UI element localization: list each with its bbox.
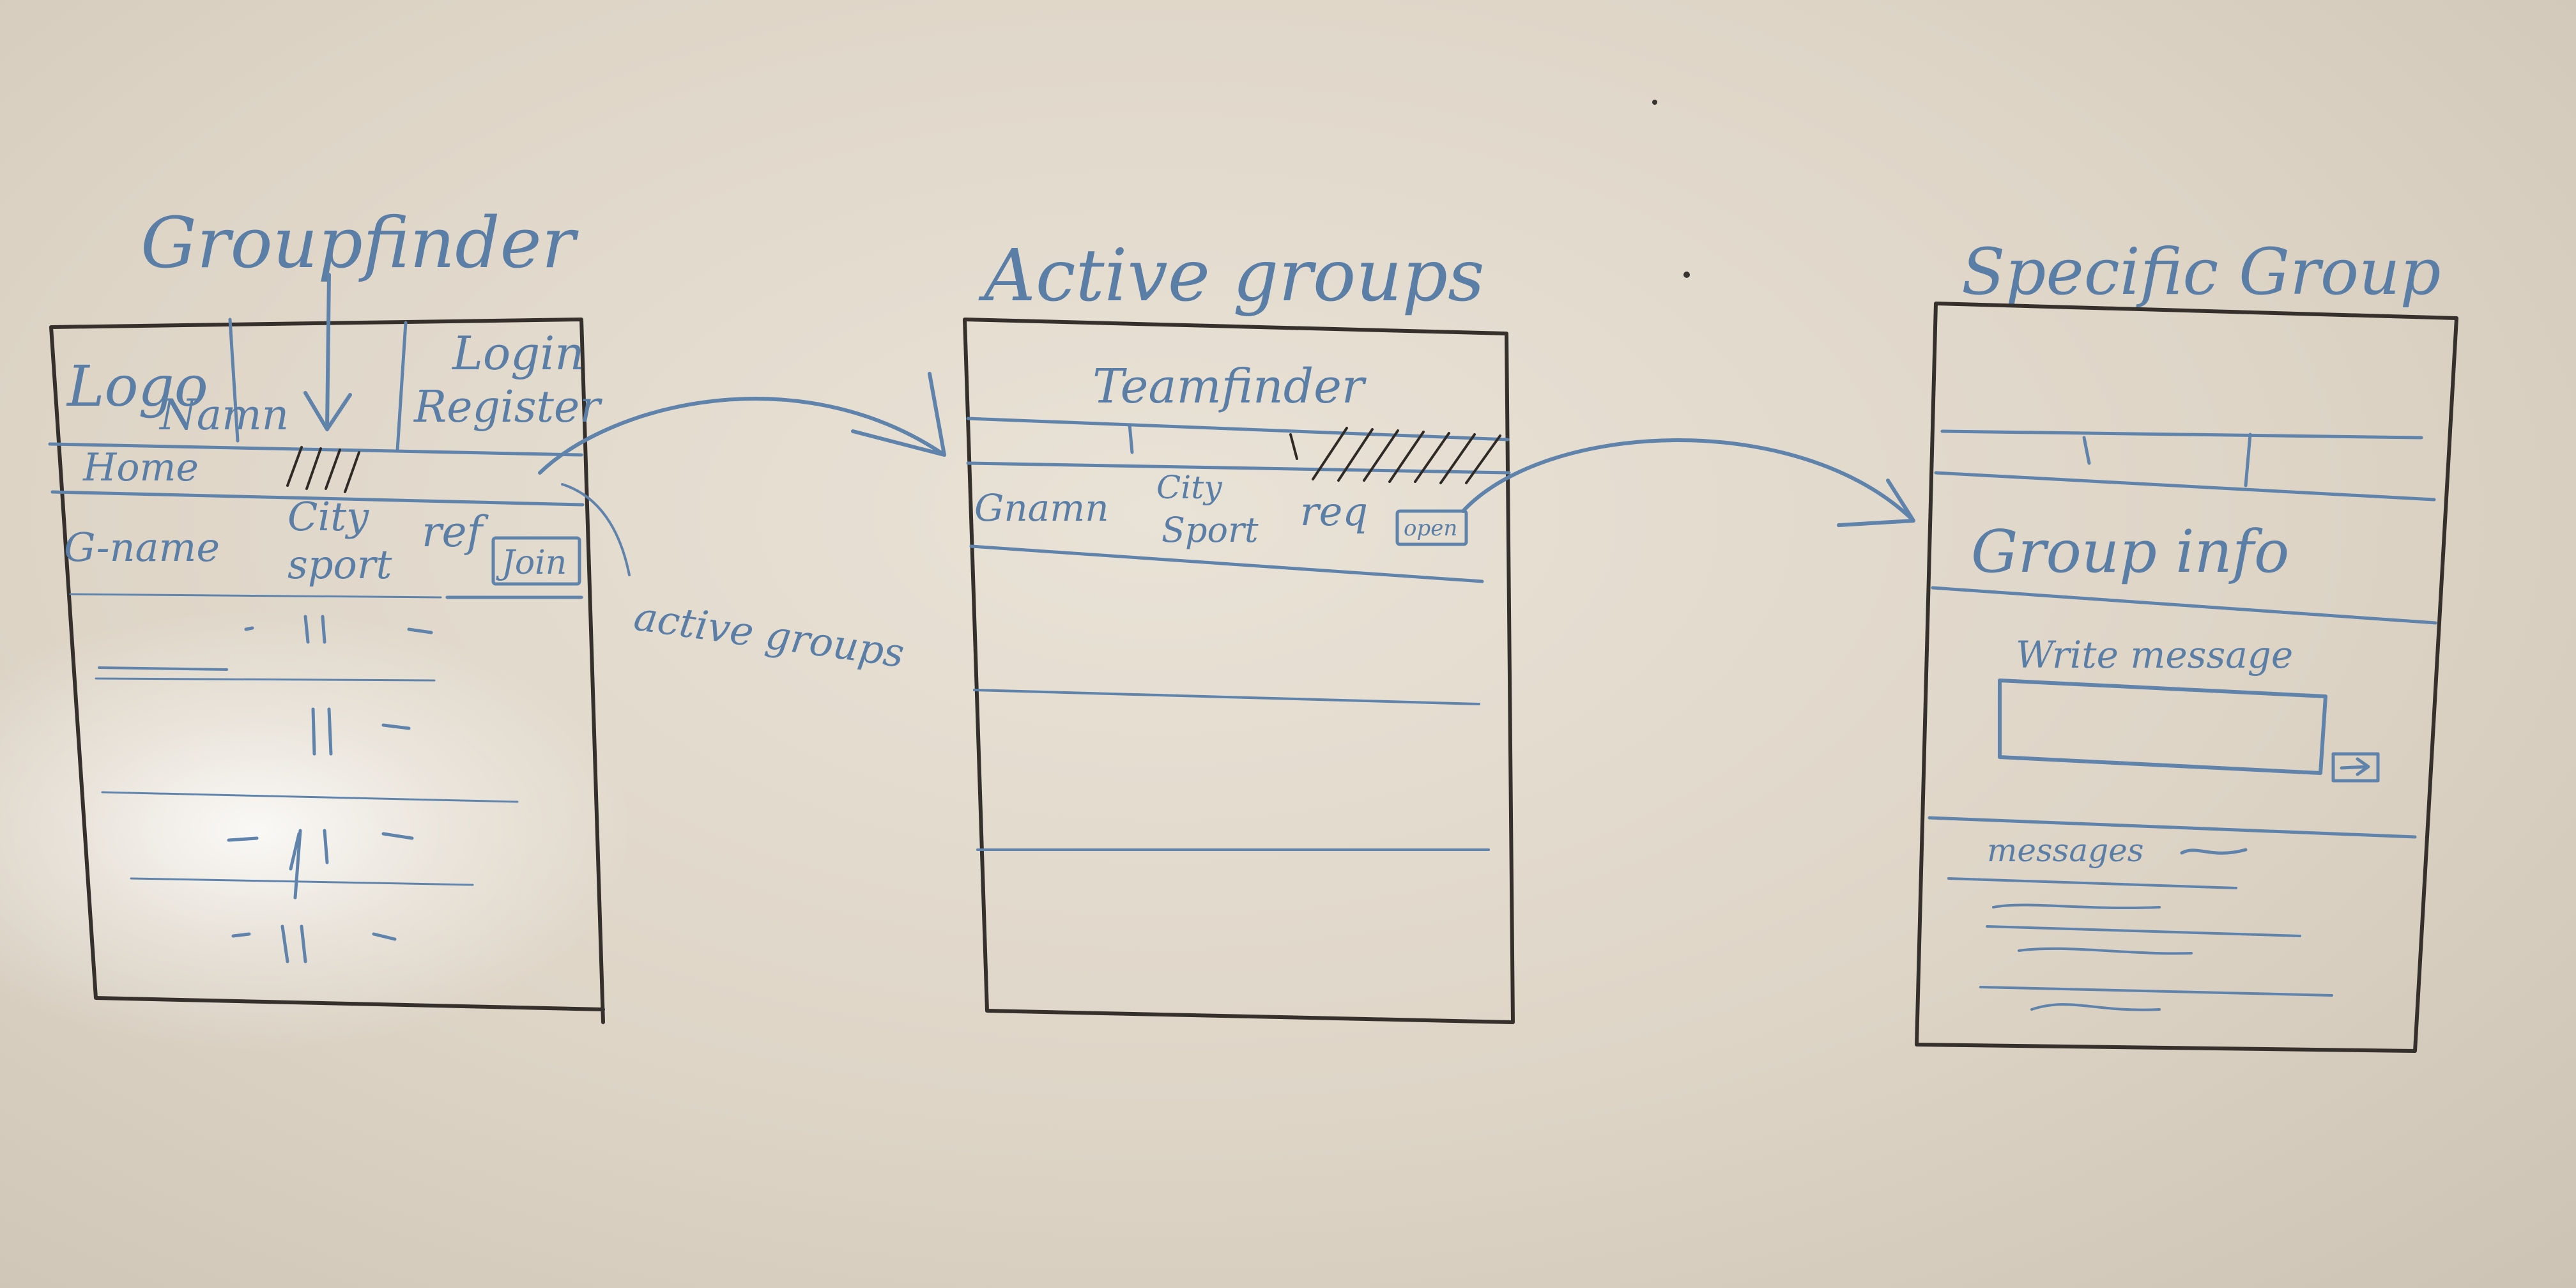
groupfinder-join-button[interactable] [491,536,581,586]
groupfinder-pointer-arrow [303,273,352,431]
message-input[interactable] [1998,678,2327,775]
active-groups-row-city: City [1156,469,1222,506]
specific-group-frame [1915,302,2458,1053]
messages-section: messages [1947,832,2333,1011]
active-groups-header: Teamfinder [1092,359,1367,414]
groupfinder-list-rows [69,593,519,963]
specific-group-title: Specific Group [1961,234,2441,309]
specific-group-info-heading: Group info [1971,518,2289,586]
active-groups-title: Active groups [978,234,1485,318]
messages-label: messages [1987,832,2143,869]
groupfinder-nav-home[interactable]: Home [82,445,199,490]
groupfinder-nav-hatch [286,446,360,493]
groupfinder-row-req: ref [422,507,489,556]
groupfinder-login-link[interactable]: Login [451,326,585,380]
active-groups-pointer [561,483,631,576]
active-groups-frame [963,318,1515,1024]
groupfinder-logo: Logo [66,353,208,419]
active-groups-open-button[interactable] [1395,509,1468,546]
groupfinder-register-link[interactable]: Register [413,382,602,433]
arrow-right-icon [2340,757,2370,776]
write-message-label: Write message [2016,633,2293,677]
groupfinder-name: Namn [158,390,289,440]
send-message-button[interactable] [2331,752,2380,783]
active-groups-row-req: req [1300,488,1368,535]
groupfinder-title: Groupfinder [141,202,579,284]
active-groups-open-label[interactable]: open [1404,516,1457,541]
flow-arrow-to-active-groups [538,372,946,475]
active-groups-annotation: active groups [631,593,907,677]
groupfinder-row-city: City [288,493,369,540]
groupfinder-join-label[interactable]: Join [496,544,567,582]
screen-specific-group: Specific Group Group info Write message … [1915,234,2458,1053]
flow-arrow-to-specific-group [1461,438,1915,527]
active-groups-nav-hatch [1289,427,1501,484]
groupfinder-frame [49,318,605,1024]
active-groups-row-name: Gnamn [974,486,1109,530]
groupfinder-row-sport: sport [288,541,392,588]
active-groups-row-sport: Sport [1162,510,1259,550]
groupfinder-row-name: G-name [64,524,220,571]
screen-groupfinder: Groupfinder Logo Namn Login Register Hom… [48,202,907,1024]
screen-active-groups: Active groups Teamfinder Gnamn City Spor… [963,234,1515,1024]
